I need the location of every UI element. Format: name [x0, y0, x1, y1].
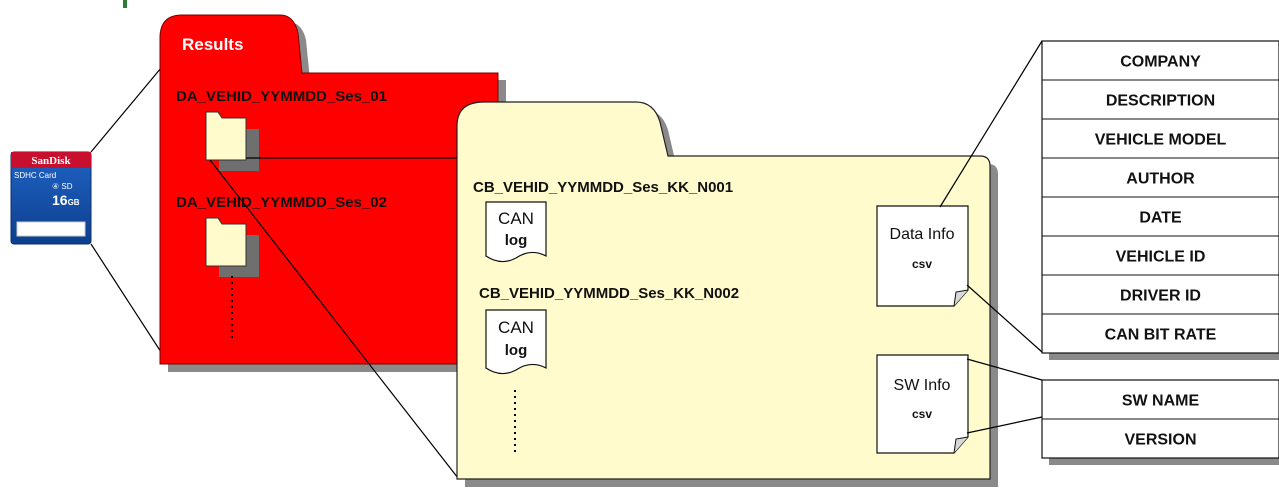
sd-card-icon: SanDisk SDHC Card ④ SD 16GB: [11, 152, 91, 244]
sw-info-field: SW NAME: [1122, 393, 1200, 410]
data-info-table: COMPANY DESCRIPTION VEHICLE MODEL AUTHOR DAT…: [1042, 41, 1279, 360]
data-info-field: DATE: [1139, 210, 1182, 227]
sw-info-format: csv: [912, 407, 932, 421]
session-file-name-2: CB_VEHID_YYMMDD_Ses_KK_N002: [479, 285, 739, 302]
data-info-field: VEHICLE MODEL: [1095, 132, 1227, 149]
data-info-file-icon: Data Info csv: [877, 206, 968, 306]
sw-info-table: SW NAME VERSION: [1042, 380, 1279, 465]
can-log-icon-1: CAN log: [486, 202, 546, 262]
data-info-field: COMPANY: [1120, 54, 1201, 71]
corner-marker-icon: [123, 0, 127, 8]
can-log-sublabel-1: log: [505, 232, 528, 249]
can-log-label-2: CAN: [498, 318, 534, 337]
data-info-format: csv: [912, 257, 932, 271]
data-info-field: DESCRIPTION: [1106, 93, 1215, 110]
data-info-field: DRIVER ID: [1120, 288, 1201, 305]
session-folder: CB_VEHID_YYMMDD_Ses_KK_N001 CB_VEHID_YYM…: [457, 102, 998, 487]
session-folder-name-1: DA_VEHID_YYMMDD_Ses_01: [176, 88, 387, 105]
results-folder-label: Results: [182, 35, 243, 54]
session-folder-name-2: DA_VEHID_YYMMDD_Ses_02: [176, 194, 387, 211]
sw-info-field: VERSION: [1124, 432, 1196, 449]
sd-card-capacity: 16: [52, 192, 68, 208]
sw-info-title: SW Info: [894, 377, 951, 394]
sd-connector-top: [91, 68, 161, 152]
data-info-field: CAN BIT RATE: [1105, 327, 1217, 344]
sd-card-capacity-unit: GB: [68, 198, 80, 207]
sd-card-brand: SanDisk: [31, 155, 71, 167]
sw-info-file-icon: SW Info csv: [877, 355, 968, 453]
sd-connector-bottom: [91, 244, 161, 352]
svg-text:④ SD: ④ SD: [52, 182, 73, 191]
data-info-title: Data Info: [890, 226, 955, 243]
sd-card-type: SDHC Card: [14, 171, 56, 180]
can-log-icon-2: CAN log: [486, 310, 546, 374]
can-log-label-1: CAN: [498, 209, 534, 228]
data-info-field: VEHICLE ID: [1116, 249, 1206, 266]
can-log-sublabel-2: log: [505, 342, 528, 359]
session-file-name-1: CB_VEHID_YYMMDD_Ses_KK_N001: [473, 179, 733, 196]
data-info-field: AUTHOR: [1126, 171, 1195, 188]
